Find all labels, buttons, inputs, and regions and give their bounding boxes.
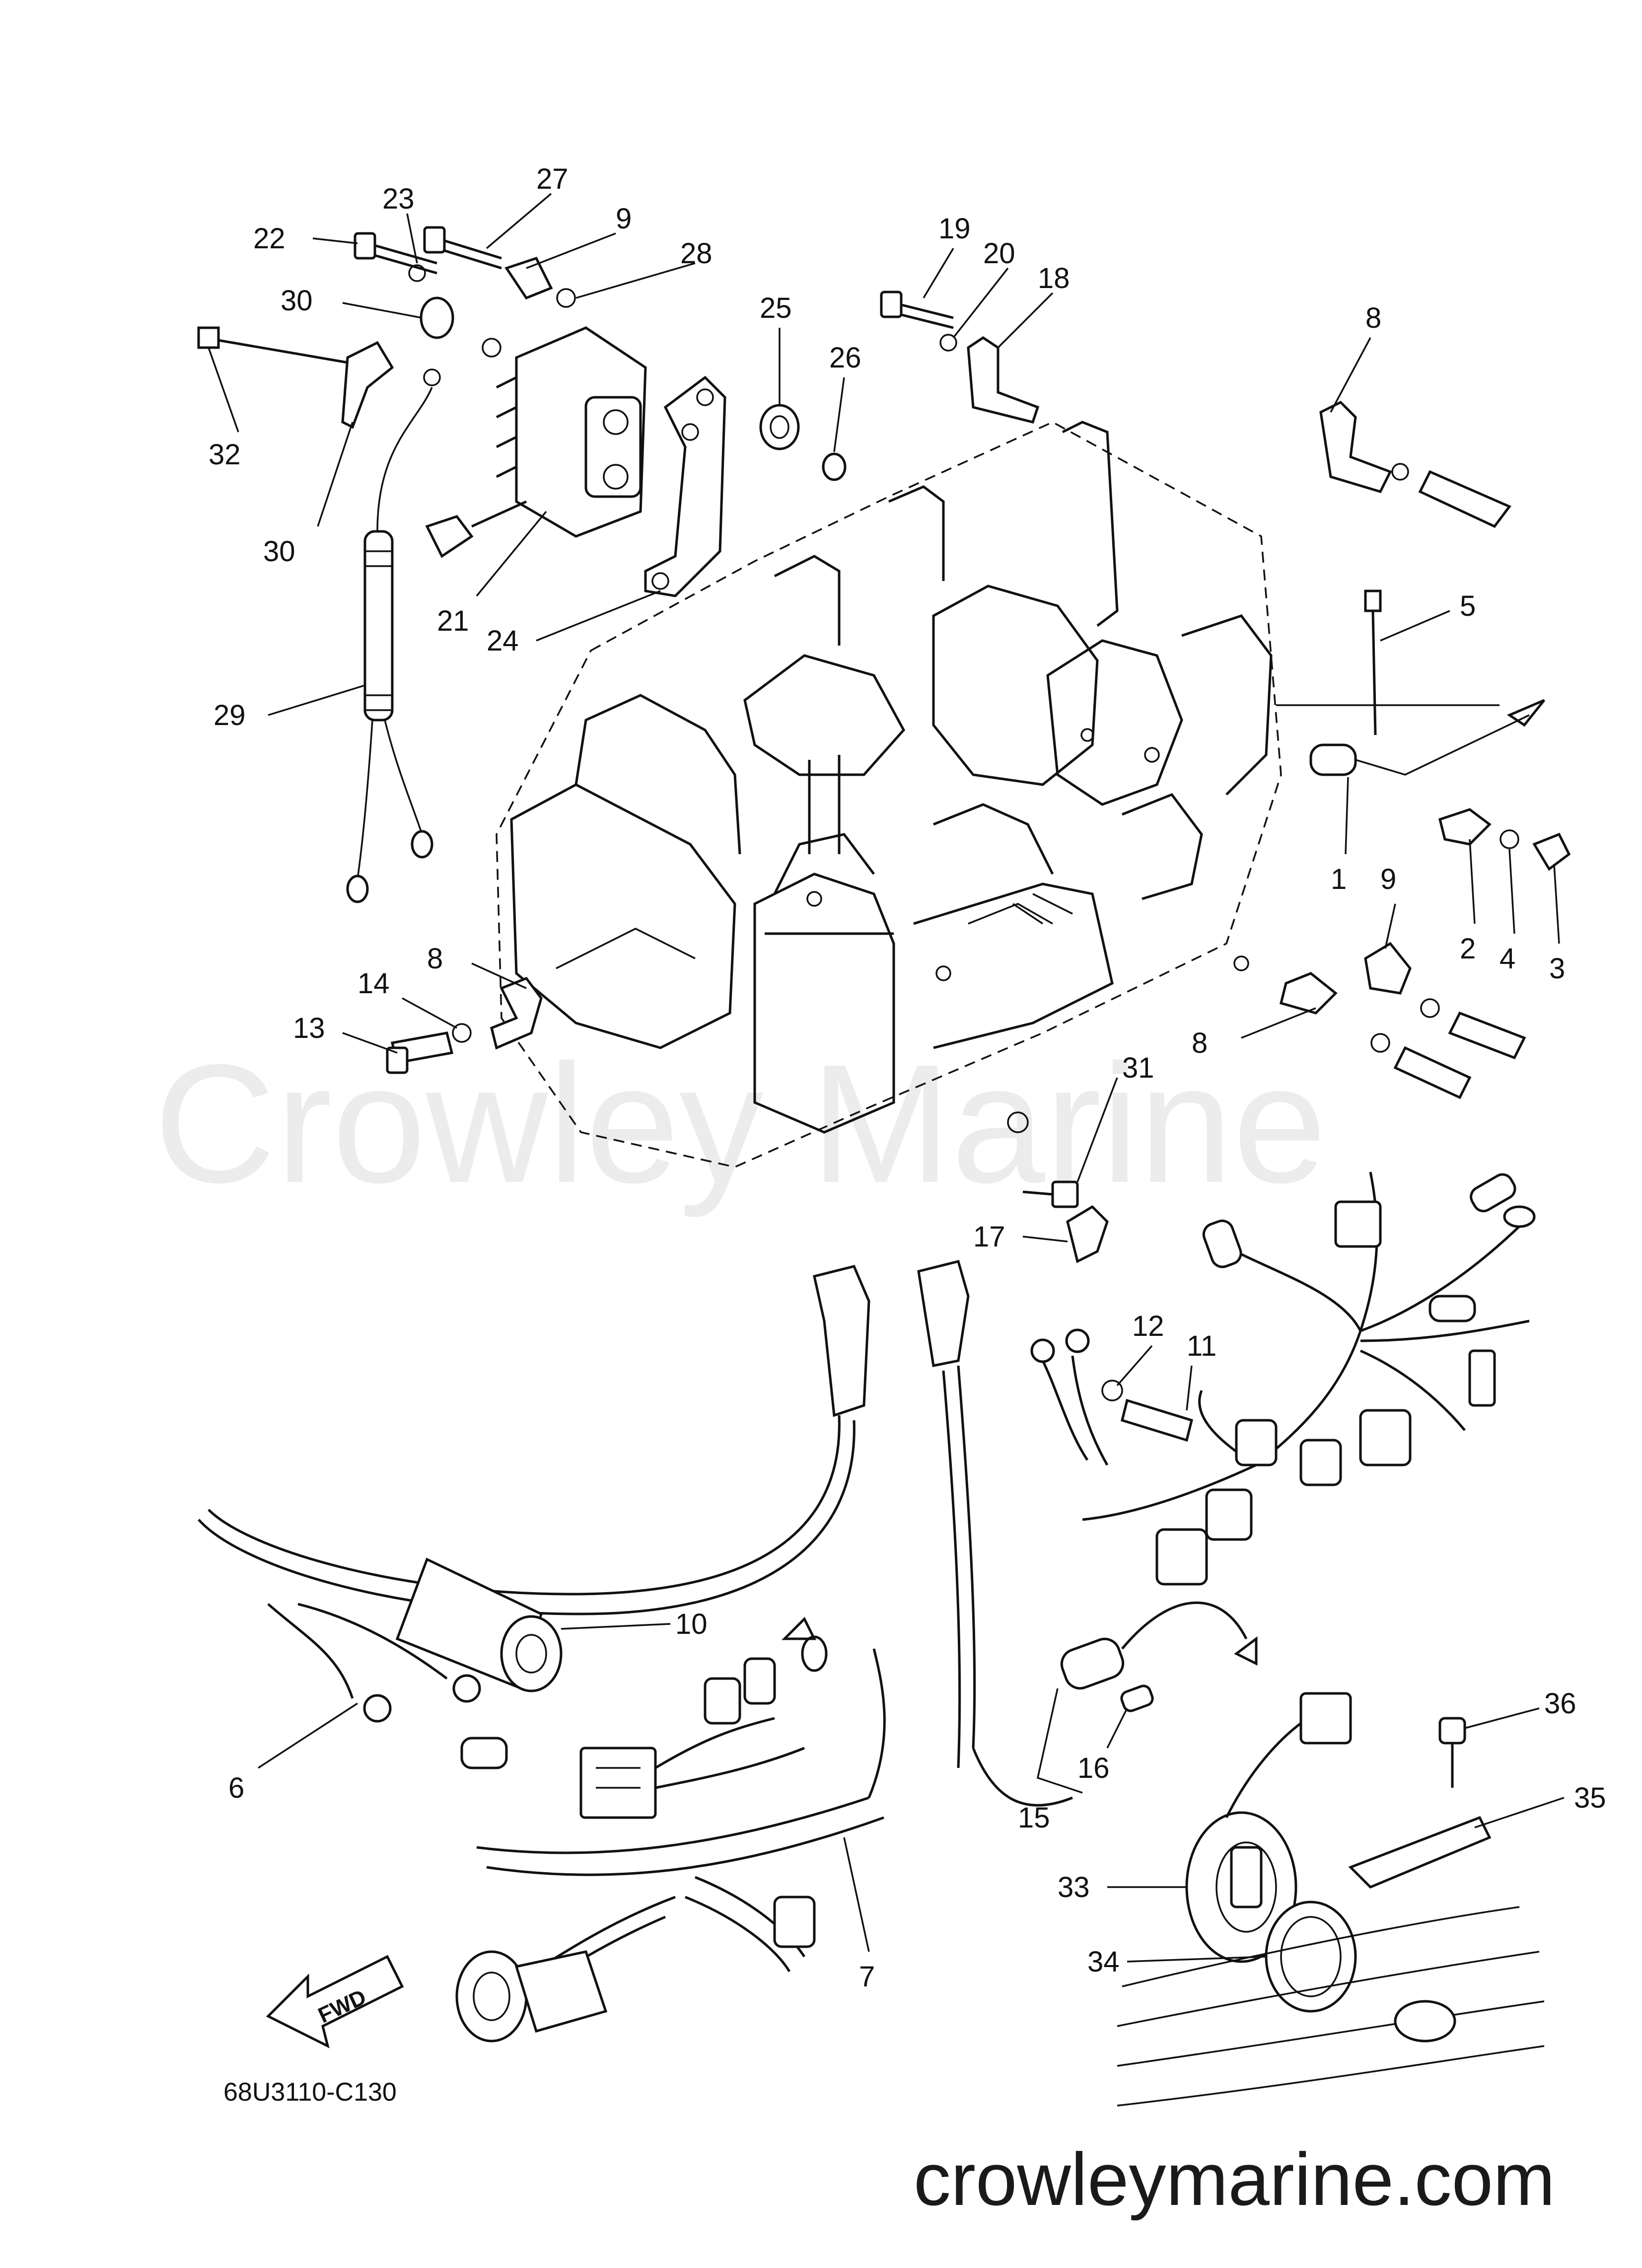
callout-8-left: 8 [427, 943, 443, 975]
callout-18: 18 [1038, 262, 1070, 294]
battery-cable-6 [267, 1603, 481, 1723]
website-footer: crowleymarine.com [914, 2137, 1555, 2221]
fuse-holder-15 [972, 1602, 1258, 1807]
terminal-1 [1276, 699, 1545, 776]
callout-3: 3 [1549, 952, 1565, 985]
callout-9-top: 9 [616, 203, 632, 235]
callout-20: 20 [983, 237, 1015, 270]
figure-code: 68U3110-C130 [223, 2078, 397, 2107]
callout-27: 27 [536, 163, 569, 195]
callout-35: 35 [1574, 1782, 1606, 1814]
callout-15: 15 [1018, 1802, 1050, 1834]
callout-31: 31 [1122, 1052, 1154, 1084]
ground-leads-11-12 [1030, 1328, 1194, 1466]
callout-22: 22 [253, 222, 286, 255]
bracket-18-assembly [880, 291, 1040, 424]
clamp-8-right [1279, 972, 1472, 1099]
clamp-8-top [1319, 400, 1511, 528]
callout-12: 12 [1132, 1310, 1164, 1342]
callout-34: 34 [1087, 1946, 1120, 1978]
main-harness-7 [455, 1616, 886, 2043]
watermark-text: Crowley Marine [154, 1029, 1327, 1219]
callout-8-right: 8 [1192, 1027, 1208, 1059]
callout-17: 17 [973, 1221, 1005, 1253]
engine-block [496, 421, 1282, 1168]
mounting-bracket-24 [644, 375, 726, 597]
callout-8-top: 8 [1365, 302, 1381, 334]
callout-14: 14 [357, 967, 390, 1000]
leader-lines [208, 193, 1565, 1963]
callout-9-right: 9 [1380, 863, 1396, 895]
ignition-coil-assembly [425, 326, 647, 558]
callout-13: 13 [293, 1012, 325, 1044]
callout-6: 6 [228, 1772, 244, 1804]
callout-29: 29 [214, 699, 246, 732]
collar-26 [822, 452, 847, 481]
callout-30-top: 30 [281, 285, 313, 317]
callout-19: 19 [938, 213, 971, 245]
callout-labels: 1 2 3 4 5 6 7 8 8 8 9 9 10 11 12 13 14 1… [209, 163, 1606, 1993]
callout-26: 26 [829, 342, 861, 374]
callout-32: 32 [209, 439, 241, 471]
callout-23: 23 [382, 183, 415, 215]
clamp-2-washer-4-bolt-3 [1438, 808, 1571, 871]
high-tension-cord-29 [346, 387, 433, 903]
fwd-arrow: FWD [266, 1955, 404, 2049]
cable-tie-5 [1364, 589, 1382, 735]
callout-16: 16 [1077, 1752, 1110, 1784]
grommet-25 [759, 404, 800, 450]
callout-25: 25 [760, 292, 792, 324]
callout-7: 7 [859, 1961, 875, 1993]
cowling-lines [1117, 1906, 1545, 2107]
wire-harness-right [1066, 1171, 1536, 1586]
plate-35-bolt-36 [1348, 1717, 1492, 1889]
connector-33-grommet-34 [1185, 1692, 1357, 2013]
callout-10: 10 [675, 1608, 708, 1640]
callout-28: 28 [680, 237, 713, 270]
tube-10 [395, 1557, 563, 1692]
bolt-31 [1007, 1111, 1079, 1208]
spark-plug-cap-30 [341, 341, 394, 429]
spark-plug-caps [198, 1259, 976, 1768]
callout-2: 2 [1460, 933, 1476, 965]
clamp-8-left [386, 976, 543, 1074]
callout-21: 21 [437, 605, 469, 637]
callout-1: 1 [1331, 863, 1347, 895]
callout-11: 11 [1187, 1330, 1216, 1362]
callout-36: 36 [1544, 1687, 1576, 1720]
callout-33: 33 [1058, 1871, 1090, 1903]
callout-5: 5 [1460, 590, 1476, 622]
callout-24: 24 [487, 625, 519, 657]
cable-tie-32 [197, 326, 348, 364]
callout-30-bottom: 30 [263, 535, 295, 568]
callout-4: 4 [1499, 943, 1515, 975]
